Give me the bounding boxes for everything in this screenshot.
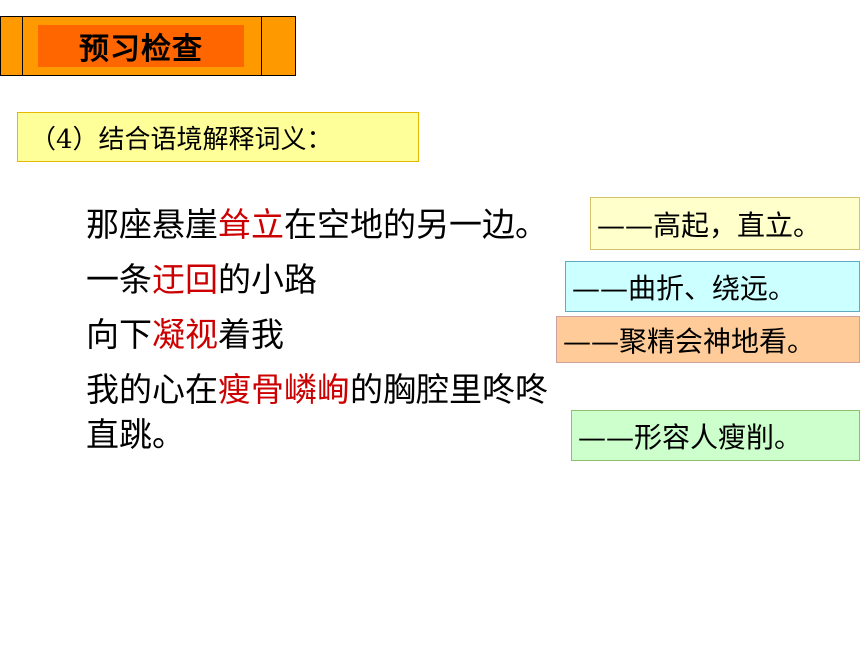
sentence-3-before: 向下	[86, 315, 152, 354]
definition-box-2: ——曲折、绕远。	[565, 261, 860, 312]
sentence-4: 我的心在瘦骨嶙峋的胸腔里咚咚	[86, 370, 548, 410]
header-divider-left	[22, 17, 23, 75]
sentence-4-keyword: 瘦骨嶙峋	[218, 370, 350, 409]
header-title-box: 预习检查	[38, 25, 244, 67]
sentence-1-keyword: 耸立	[218, 205, 284, 244]
sentence-4-continuation-text: 直跳。	[86, 415, 185, 454]
sentence-2-before: 一条	[86, 260, 152, 299]
header-banner: 预习检查	[0, 16, 296, 76]
sentence-1: 那座悬崖耸立在空地的另一边。	[86, 205, 548, 245]
definition-box-4: ——形容人瘦削。	[571, 410, 860, 461]
sentence-3-after: 着我	[218, 315, 284, 354]
definition-3: ——聚精会神地看。	[563, 324, 816, 358]
sentence-3: 向下凝视着我	[86, 315, 284, 355]
sentence-4-before: 我的心在	[86, 370, 218, 409]
task-label: （4）结合语境解释词义：	[30, 124, 333, 155]
definition-1: ——高起，直立。	[597, 208, 822, 242]
definition-2: ——曲折、绕远。	[572, 271, 797, 305]
sentence-1-before: 那座悬崖	[86, 205, 218, 244]
header-divider-right	[261, 17, 262, 75]
sentence-2-after: 的小路	[218, 260, 317, 299]
sentence-2: 一条迂回的小路	[86, 260, 317, 300]
task-instruction: （4）结合语境解释词义：	[17, 112, 419, 162]
sentence-4-after: 的胸腔里咚咚	[350, 370, 548, 409]
definition-4: ——形容人瘦削。	[578, 420, 803, 454]
sentence-3-keyword: 凝视	[152, 315, 218, 354]
sentence-4-continuation: 直跳。	[86, 415, 185, 455]
definition-box-1: ——高起，直立。	[590, 197, 860, 250]
definition-box-3: ——聚精会神地看。	[556, 316, 860, 363]
sentence-2-keyword: 迂回	[152, 260, 218, 299]
sentence-1-after: 在空地的另一边。	[284, 205, 548, 244]
page-title: 预习检查	[79, 32, 203, 67]
